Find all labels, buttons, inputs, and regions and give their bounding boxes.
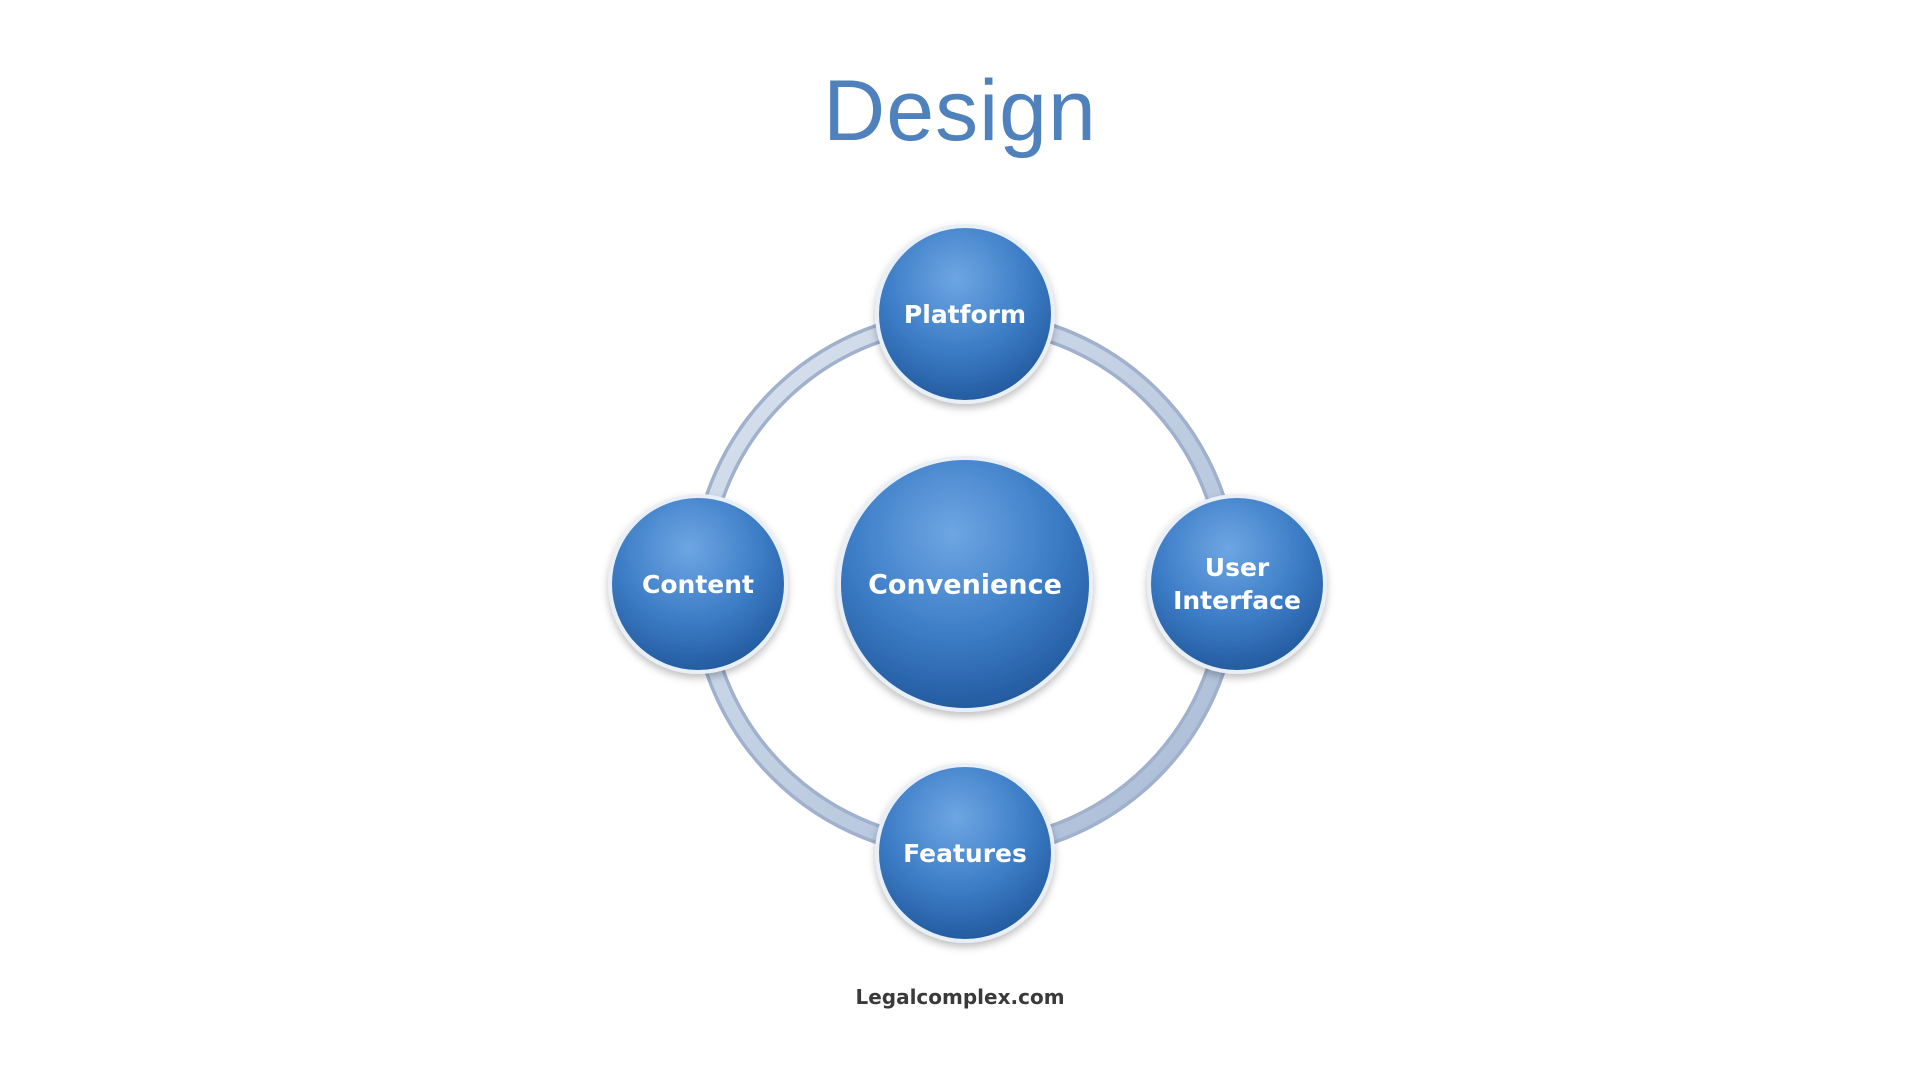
node-convenience: Convenience	[837, 456, 1093, 712]
slide-title: Design	[823, 63, 1097, 159]
node-content-label: Content	[642, 570, 754, 599]
node-content: Content	[608, 494, 788, 674]
node-user-interface: User Interface	[1147, 494, 1327, 674]
node-user-interface-label-line2: Interface	[1173, 586, 1301, 615]
node-user-interface-label-line1: User	[1205, 553, 1270, 582]
source-credit: Legalcomplex.com	[855, 985, 1065, 1009]
node-platform-label: Platform	[904, 300, 1026, 329]
node-features: Features	[875, 763, 1055, 943]
node-platform: Platform	[875, 224, 1055, 404]
node-features-label: Features	[903, 839, 1027, 868]
node-convenience-label: Convenience	[868, 570, 1062, 601]
